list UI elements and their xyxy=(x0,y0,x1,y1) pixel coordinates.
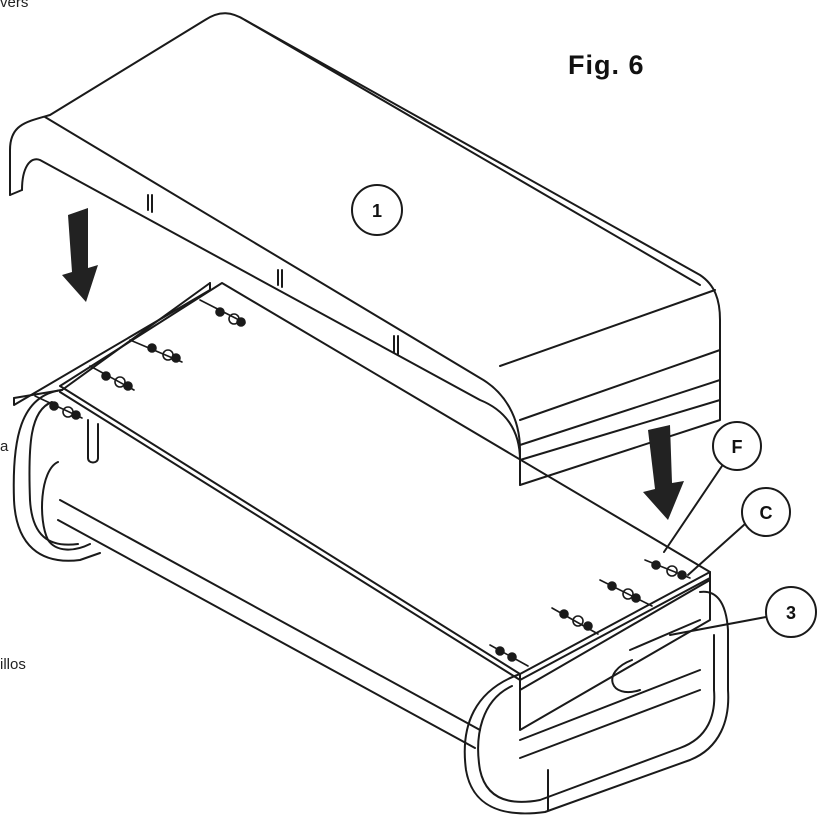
down-arrow-left xyxy=(62,208,98,302)
cropped-text-bottom: illos xyxy=(0,656,26,673)
figure-title: Fig. 6 xyxy=(568,50,645,80)
down-arrow-right xyxy=(643,425,684,520)
callout-3 xyxy=(669,586,817,638)
callout-3-label: 3 xyxy=(786,603,796,623)
right-panel xyxy=(519,571,711,691)
callout-C-label: C xyxy=(760,503,773,523)
shelf-board xyxy=(59,282,711,675)
fasteners xyxy=(34,299,691,667)
cropped-text-middle: a xyxy=(0,438,9,455)
callout-F xyxy=(663,421,762,553)
callout-1-label: 1 xyxy=(372,201,382,221)
left-end-support xyxy=(12,389,101,562)
callout-F-label: F xyxy=(732,437,743,457)
callout-1 xyxy=(351,184,403,236)
base-frame xyxy=(12,282,730,815)
fastener-row-right xyxy=(489,559,691,667)
callout-C xyxy=(687,487,791,576)
fastener-row-left xyxy=(34,299,246,420)
cropped-text-top: vers xyxy=(0,0,29,11)
top-cover xyxy=(9,12,721,486)
left-panel xyxy=(13,282,211,406)
